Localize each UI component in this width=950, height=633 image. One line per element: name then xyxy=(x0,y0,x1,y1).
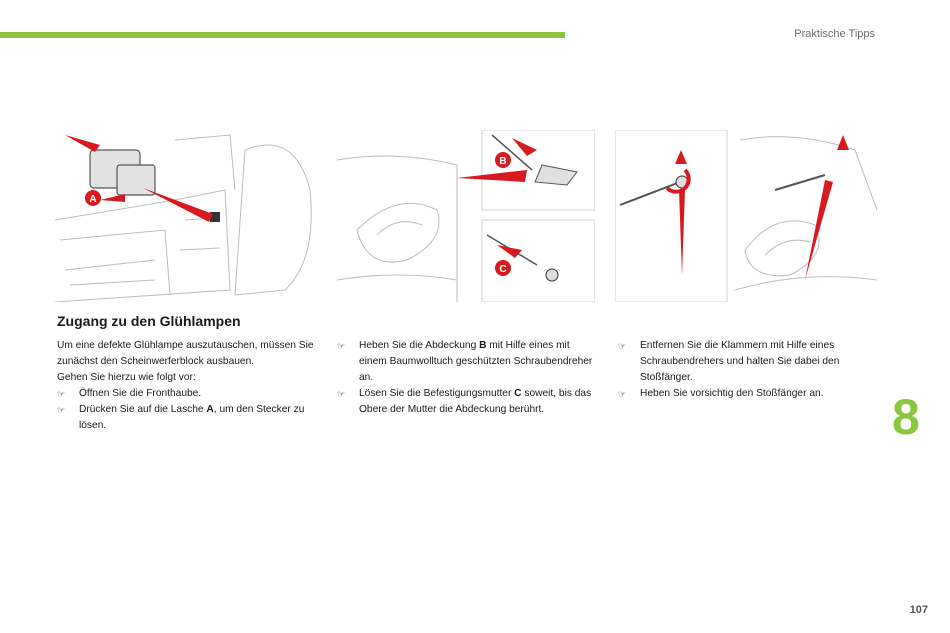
list-item: ☞ Heben Sie vorsichtig den Stoßfänger an… xyxy=(618,386,880,402)
step-text: Drücken Sie auf die Lasche xyxy=(79,404,207,415)
page-number: 107 xyxy=(909,604,928,616)
step-text: Öffnen Sie die Fronthaube. xyxy=(79,388,202,399)
bumper-clips-drawing xyxy=(615,130,877,302)
connector-drawing: A xyxy=(55,134,312,302)
chapter-number: 8 xyxy=(892,389,920,445)
list-item: ☞ Drücken Sie auf die Lasche A, um den S… xyxy=(57,402,319,434)
pointing-hand-icon: ☞ xyxy=(337,341,346,351)
list-item: ☞ Heben Sie die Abdeckung B mit Hilfe ei… xyxy=(337,338,599,386)
illustration-connector: A xyxy=(55,130,315,302)
step-text: mit Hilfe eines mit einem Baumwolltuch g… xyxy=(359,340,593,383)
pointing-hand-icon: ☞ xyxy=(618,389,627,399)
intro-text: Um eine defekte Glühlampe auszutauschen,… xyxy=(57,340,314,367)
part-label: C xyxy=(514,388,522,399)
label-a: A xyxy=(89,194,96,205)
list-item: ☞ Entfernen Sie die Klammern mit Hilfe e… xyxy=(618,338,880,386)
pointing-hand-icon: ☞ xyxy=(337,389,346,399)
header-accent-bar xyxy=(0,32,565,38)
step-text: Heben Sie vorsichtig den Stoßfänger an. xyxy=(640,388,824,399)
pointing-hand-icon: ☞ xyxy=(57,405,66,415)
list-item: ☞ Öffnen Sie die Fronthaube. xyxy=(57,386,319,402)
step-list-3: ☞ Entfernen Sie die Klammern mit Hilfe e… xyxy=(618,338,880,402)
page-title: Zugang zu den Glühlampen xyxy=(57,313,241,329)
illustration-cover-nut: B C xyxy=(337,130,595,302)
pointing-hand-icon: ☞ xyxy=(618,341,627,351)
part-label: B xyxy=(479,340,487,351)
step-text: , um den Stecker zu lösen. xyxy=(79,404,305,431)
intro-text-2: Gehen Sie hierzu wie folgt vor: xyxy=(57,372,196,383)
label-b: B xyxy=(499,156,506,167)
pointing-hand-icon: ☞ xyxy=(57,389,66,399)
step-text: Entfernen Sie die Klammern mit Hilfe ein… xyxy=(640,340,840,383)
list-item: ☞ Lösen Sie die Befestigungsmutter C sow… xyxy=(337,386,599,418)
step-text: Lösen Sie die Befestigungsmutter xyxy=(359,388,515,399)
illustration-bumper-clips xyxy=(615,130,877,302)
column-2: ☞ Heben Sie die Abdeckung B mit Hilfe ei… xyxy=(337,338,599,418)
part-label: A xyxy=(206,404,214,415)
step-text: soweit, bis das Obere der Mutter die Abd… xyxy=(359,388,592,415)
column-3: ☞ Entfernen Sie die Klammern mit Hilfe e… xyxy=(618,338,880,402)
step-list-1: ☞ Öffnen Sie die Fronthaube. ☞ Drücken S… xyxy=(57,386,319,434)
step-list-2: ☞ Heben Sie die Abdeckung B mit Hilfe ei… xyxy=(337,338,599,418)
cover-nut-drawing: B C xyxy=(337,130,595,302)
section-title: Praktische Tipps xyxy=(794,28,875,40)
label-c: C xyxy=(499,264,506,275)
column-1: Um eine defekte Glühlampe auszutauschen,… xyxy=(57,338,319,434)
step-text: Heben Sie die Abdeckung xyxy=(359,340,480,351)
